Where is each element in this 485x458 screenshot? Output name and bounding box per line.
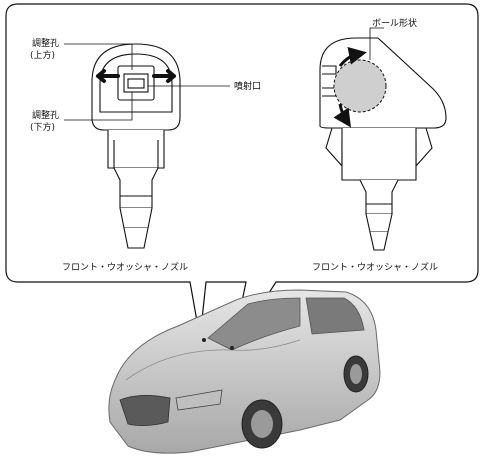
ball-shape-label: ボール形状 bbox=[372, 17, 417, 29]
adjust-hole-upper-label: 調整孔 bbox=[32, 37, 59, 49]
nozzle-front-view bbox=[91, 43, 181, 249]
adjust-hole-upper-sub-label: (上方) bbox=[30, 49, 55, 61]
adjust-hole-lower-sub-label: (下方) bbox=[30, 121, 55, 133]
right-arrow-icon bbox=[152, 69, 176, 83]
ball-joint bbox=[333, 59, 387, 113]
adjust-arrows bbox=[96, 69, 176, 83]
nozzle-right-caption: フロント・ウオッシャ・ノズル bbox=[312, 261, 438, 273]
left-arrow-icon bbox=[96, 69, 120, 83]
rotate-arrow-icon bbox=[338, 46, 367, 67]
leader-lines-left bbox=[64, 43, 230, 121]
leader-line-ball bbox=[369, 27, 384, 60]
car-illustration bbox=[108, 289, 381, 454]
rotate-arrow-icon bbox=[333, 103, 351, 128]
nozzle-left-caption: フロント・ウオッシャ・ノズル bbox=[62, 261, 188, 273]
adjust-hole-lower-label: 調整孔 bbox=[32, 109, 59, 121]
spray-port-label: 噴射口 bbox=[234, 80, 261, 92]
